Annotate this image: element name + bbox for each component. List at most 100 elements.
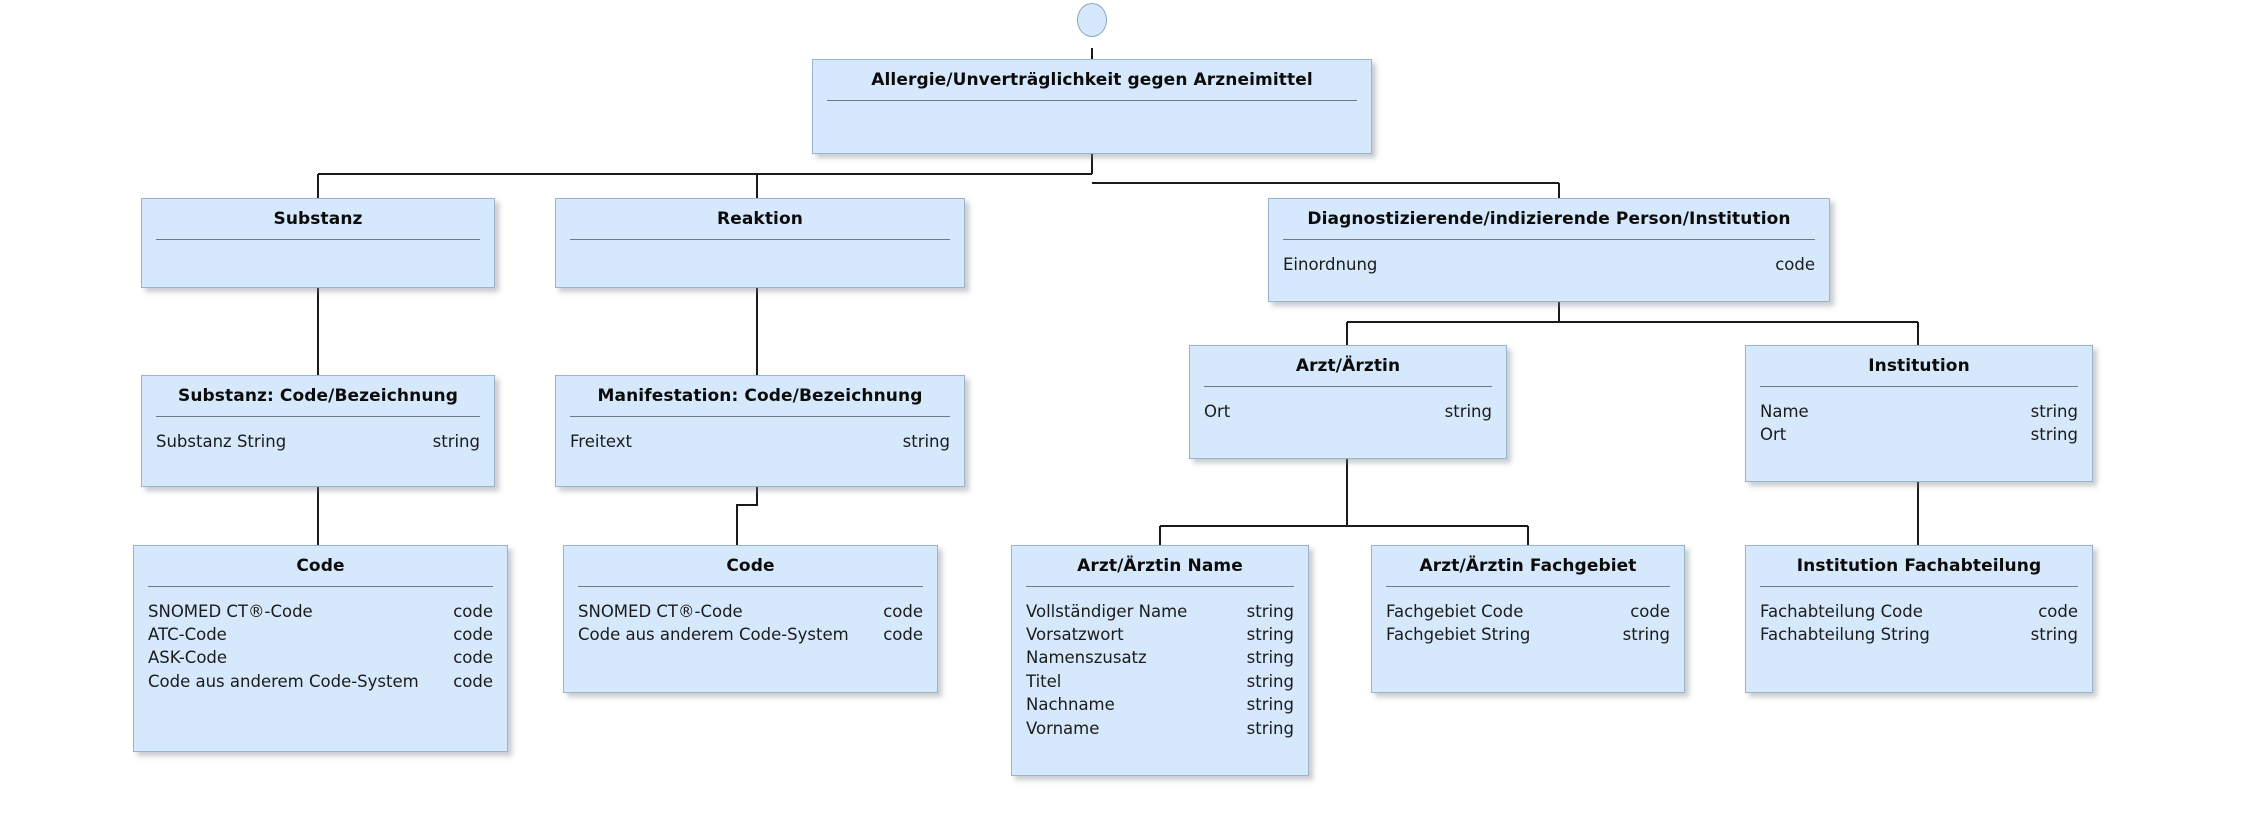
attribute-row: Code aus anderem Code-System code	[578, 623, 923, 646]
node-attributes: Ort string	[1190, 387, 1506, 458]
node-attributes: Einordnung code	[1269, 240, 1829, 301]
node-title: Institution	[1868, 356, 1970, 376]
attribute-type: code	[883, 624, 923, 644]
node-arzt-fachgebiet[interactable]: Arzt/Ärztin Fachgebiet Fachgebiet Code c…	[1371, 545, 1685, 693]
node-separator	[156, 415, 480, 417]
node-attributes: Fachgebiet Code code Fachgebiet String s…	[1372, 587, 1684, 692]
start-circle-icon	[1077, 3, 1107, 37]
attribute-name: Name	[1760, 401, 1809, 421]
attribute-type: code	[453, 648, 493, 668]
node-arzt[interactable]: Arzt/Ärztin Ort string	[1189, 345, 1507, 459]
attribute-row: Nachname string	[1026, 693, 1294, 716]
attribute-name: Vorname	[1026, 718, 1100, 738]
attribute-name: Ort	[1204, 401, 1231, 421]
edge-diagnostizierende-to-arzt	[1345, 302, 1918, 345]
node-title: Arzt/Ärztin Fachgebiet	[1419, 556, 1637, 576]
node-separator	[1026, 585, 1294, 587]
node-institution-fachabteilung[interactable]: Institution Fachabteilung Fachabteilung …	[1745, 545, 2093, 693]
node-code-substanz[interactable]: Code SNOMED CT®-Code code ATC-Code code …	[133, 545, 508, 752]
node-title: Arzt/Ärztin	[1295, 356, 1401, 376]
attribute-type: string	[1246, 648, 1294, 668]
attribute-type: code	[2038, 601, 2078, 621]
attribute-type: string	[902, 431, 950, 451]
node-title: Substanz	[273, 209, 363, 229]
attribute-name: Code aus anderem Code-System	[148, 671, 419, 691]
node-separator	[1386, 585, 1670, 587]
node-institution[interactable]: Institution Name string Ort string	[1745, 345, 2093, 482]
node-diagnostizierende[interactable]: Diagnostizierende/indizierende Person/In…	[1268, 198, 1830, 302]
attribute-row: Vorsatzwort string	[1026, 623, 1294, 646]
attribute-name: Titel	[1026, 671, 1062, 691]
node-separator	[1283, 238, 1815, 240]
attribute-name: ATC-Code	[148, 624, 227, 644]
attribute-type: string	[1246, 601, 1294, 621]
node-separator	[570, 238, 950, 240]
node-code-manifestation[interactable]: Code SNOMED CT®-Code code Code aus ander…	[563, 545, 938, 693]
node-root[interactable]: Allergie/Unverträglichkeit gegen Arzneim…	[812, 59, 1372, 154]
edge-arzt-to-arzt-name	[1158, 459, 1528, 545]
edge-root-to-substanz	[316, 154, 1094, 198]
attribute-type: string	[1622, 624, 1670, 644]
attribute-name: Fachgebiet Code	[1386, 601, 1524, 621]
attribute-row: Namenszusatz string	[1026, 646, 1294, 669]
attribute-row: Freitext string	[570, 430, 950, 453]
node-title: Arzt/Ärztin Name	[1077, 556, 1243, 576]
attribute-name: Namenszusatz	[1026, 648, 1147, 668]
node-separator	[1204, 385, 1492, 387]
attribute-type: code	[883, 601, 923, 621]
attribute-name: Freitext	[570, 431, 633, 451]
attribute-name: ASK-Code	[148, 648, 228, 668]
attribute-row: Name string	[1760, 400, 2078, 423]
attribute-type: code	[453, 601, 493, 621]
attribute-row: Substanz String string	[156, 430, 480, 453]
attribute-name: Fachabteilung Code	[1760, 601, 1923, 621]
node-separator	[570, 415, 950, 417]
node-attributes: Vollständiger Name string Vorsatzwort st…	[1012, 587, 1308, 775]
attribute-name: Fachabteilung String	[1760, 624, 1930, 644]
attribute-type: string	[1246, 624, 1294, 644]
attribute-name: Vollständiger Name	[1026, 601, 1188, 621]
attribute-type: string	[1246, 695, 1294, 715]
attribute-type: string	[432, 431, 480, 451]
node-title: Reaktion	[717, 209, 803, 229]
node-title: Diagnostizierende/indizierende Person/In…	[1307, 209, 1791, 229]
attribute-type: string	[1444, 401, 1492, 421]
node-reaktion[interactable]: Reaktion	[555, 198, 965, 288]
attribute-type: string	[2030, 401, 2078, 421]
attribute-row: Einordnung code	[1283, 253, 1815, 276]
node-separator	[1760, 385, 2078, 387]
edge-root-to-diagnostizierende	[1092, 181, 1561, 198]
node-arzt-name[interactable]: Arzt/Ärztin Name Vollständiger Name stri…	[1011, 545, 1309, 776]
attribute-type: code	[1630, 601, 1670, 621]
attribute-row: Vollständiger Name string	[1026, 600, 1294, 623]
attribute-type: string	[2030, 624, 2078, 644]
node-separator	[827, 99, 1357, 101]
attribute-row: Titel string	[1026, 670, 1294, 693]
node-substanz[interactable]: Substanz	[141, 198, 495, 288]
node-manifestation-code[interactable]: Manifestation: Code/Bezeichnung Freitext…	[555, 375, 965, 487]
attribute-row: Fachabteilung Code code	[1760, 600, 2078, 623]
attribute-row: Fachgebiet String string	[1386, 623, 1670, 646]
attribute-name: Code aus anderem Code-System	[578, 624, 849, 644]
attribute-row: SNOMED CT®-Code code	[148, 600, 493, 623]
node-separator	[148, 585, 493, 587]
attribute-name: Ort	[1760, 424, 1787, 444]
attribute-type: string	[1246, 671, 1294, 691]
attribute-row: Fachabteilung String string	[1760, 623, 2078, 646]
attribute-row: ASK-Code code	[148, 646, 493, 669]
attribute-name: SNOMED CT®-Code	[148, 601, 313, 621]
attribute-name: SNOMED CT®-Code	[578, 601, 743, 621]
edge-manifestation-to-code	[735, 487, 759, 545]
node-attributes: SNOMED CT®-Code code ATC-Code code ASK-C…	[134, 587, 507, 751]
attribute-row: Fachgebiet Code code	[1386, 600, 1670, 623]
attribute-name: Substanz String	[156, 431, 287, 451]
node-attributes: Freitext string	[556, 417, 964, 486]
attribute-type: code	[453, 624, 493, 644]
attribute-row: Ort string	[1204, 400, 1492, 423]
attribute-type: string	[2030, 424, 2078, 444]
node-attributes	[556, 240, 964, 287]
node-substanz-code[interactable]: Substanz: Code/Bezeichnung Substanz Stri…	[141, 375, 495, 487]
node-attributes	[142, 240, 494, 287]
